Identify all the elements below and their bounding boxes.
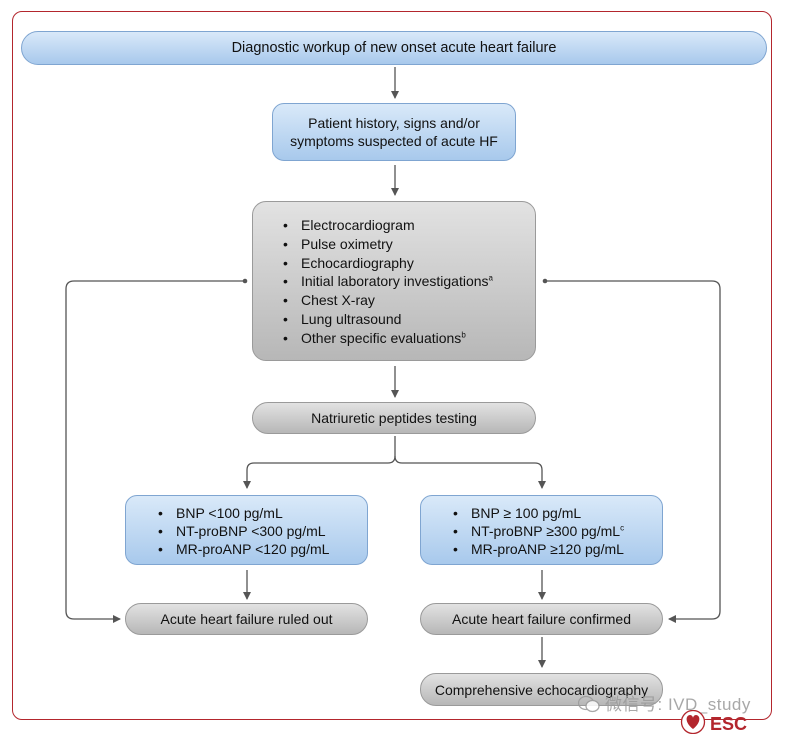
np-testing-box: Natriuretic peptides testing <box>252 402 536 434</box>
right-bypass-connector <box>545 280 721 623</box>
high-values-box: BNP ≥ 100 pg/mLNT-proBNP ≥300 pg/mLcMR-p… <box>420 495 663 565</box>
ruled-out-box: Acute heart failure ruled out <box>125 603 368 635</box>
low-values-list: BNP <100 pg/mL NT-proBNP <300 pg/mL MR-pro… <box>154 504 359 558</box>
patient-history-text: Patient history, signs and/or symptoms s… <box>290 115 498 149</box>
high-threshold-item-text: NT-proBNP ≥300 pg/mL <box>471 523 621 539</box>
watermark: 微信号: IVD_study <box>577 690 751 715</box>
connector-dot-right <box>542 278 548 284</box>
np-split-connector <box>243 436 396 489</box>
title-text: Diagnostic workup of new onset acute hea… <box>231 40 557 56</box>
investigation-item: Echocardiography <box>279 254 525 273</box>
footnote-marker: c <box>620 523 625 533</box>
investigation-item-text: Other specific evaluations <box>301 329 462 346</box>
patient-history-box: Patient history, signs and/or symptoms s… <box>272 103 516 161</box>
low-threshold-item-text: BNP <100 pg/mL <box>176 505 283 521</box>
low-values-box: BNP <100 pg/mL NT-proBNP <300 pg/mL MR-pro… <box>125 495 368 565</box>
footnote-marker: a <box>488 273 493 283</box>
high-threshold-item-text: BNP ≥ 100 pg/mL <box>471 505 582 521</box>
low-threshold-item: MR-proANP <120 pg/mL <box>154 540 359 558</box>
investigation-item-text: Initial laboratory investigations <box>301 273 489 290</box>
high-threshold-item-text: MR-proANP ≥120 pg/mL <box>471 541 624 557</box>
esc-logo: ESC <box>680 709 748 739</box>
low-threshold-item-text: MR-proANP <120 pg/mL <box>176 541 330 557</box>
high-threshold-item: NT-proBNP ≥300 pg/mLc <box>449 522 654 540</box>
high-threshold-item: MR-proANP ≥120 pg/mL <box>449 540 654 558</box>
connector-dot-left <box>242 278 248 284</box>
wechat-icon <box>577 695 600 715</box>
title-box: Diagnostic workup of new onset acute hea… <box>21 31 767 65</box>
investigation-item-text: Chest X-ray <box>301 292 375 309</box>
investigation-item: Electrocardiogram <box>279 216 525 235</box>
investigation-item-text: Lung ultrasound <box>301 310 402 327</box>
np-split-connector-right <box>394 455 546 489</box>
investigation-item: Other specific evaluationsb <box>279 329 525 348</box>
ruled-out-text: Acute heart failure ruled out <box>160 611 333 627</box>
left-bypass-connector <box>65 280 245 623</box>
np-testing-text: Natriuretic peptides testing <box>311 410 477 426</box>
investigation-item: Lung ultrasound <box>279 310 525 329</box>
low-threshold-item: BNP <100 pg/mL <box>154 504 359 522</box>
investigation-item: Initial laboratory investigationsa <box>279 272 525 291</box>
esc-logo-text: ESC <box>710 714 748 734</box>
investigation-item-text: Echocardiography <box>301 254 414 271</box>
confirmed-box: Acute heart failure confirmed <box>420 603 663 635</box>
investigation-item: Chest X-ray <box>279 291 525 310</box>
heart-logo-icon <box>680 709 706 739</box>
high-values-list: BNP ≥ 100 pg/mLNT-proBNP ≥300 pg/mLcMR-p… <box>449 504 654 558</box>
diagram-frame <box>12 11 772 720</box>
investigation-item: Pulse oximetry <box>279 235 525 254</box>
confirmed-text: Acute heart failure confirmed <box>452 611 631 627</box>
high-threshold-item: BNP ≥ 100 pg/mL <box>449 504 654 522</box>
low-threshold-item-text: NT-proBNP <300 pg/mL <box>176 523 326 539</box>
watermark-text: 微信号: IVD_study <box>605 695 751 714</box>
echocardiography-box: Comprehensive echocardiography <box>420 673 663 706</box>
investigations-list: ElectrocardiogramPulse oximetryEchocardi… <box>279 216 525 348</box>
investigation-item-text: Pulse oximetry <box>301 235 393 252</box>
investigations-box: ElectrocardiogramPulse oximetryEchocardi… <box>252 201 536 361</box>
low-threshold-item: NT-proBNP <300 pg/mL <box>154 522 359 540</box>
investigation-item-text: Electrocardiogram <box>301 217 415 233</box>
footnote-marker: b <box>461 330 466 340</box>
echocardiography-text: Comprehensive echocardiography <box>434 681 649 698</box>
